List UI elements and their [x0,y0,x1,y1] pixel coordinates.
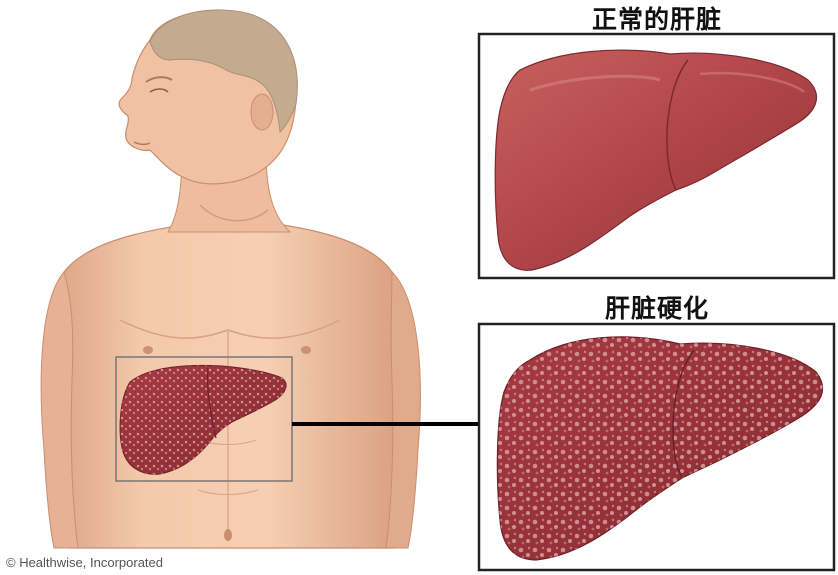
human-figure [41,10,420,548]
copyright-credit: © Healthwise, Incorporated [6,555,163,570]
nipple-left [143,346,153,354]
navel [224,529,232,541]
cirrhosis-liver-title: 肝脏硬化 [479,289,835,325]
normal-liver-title: 正常的肝脏 [479,0,835,36]
ear [251,94,273,130]
nipple-right [301,346,311,354]
